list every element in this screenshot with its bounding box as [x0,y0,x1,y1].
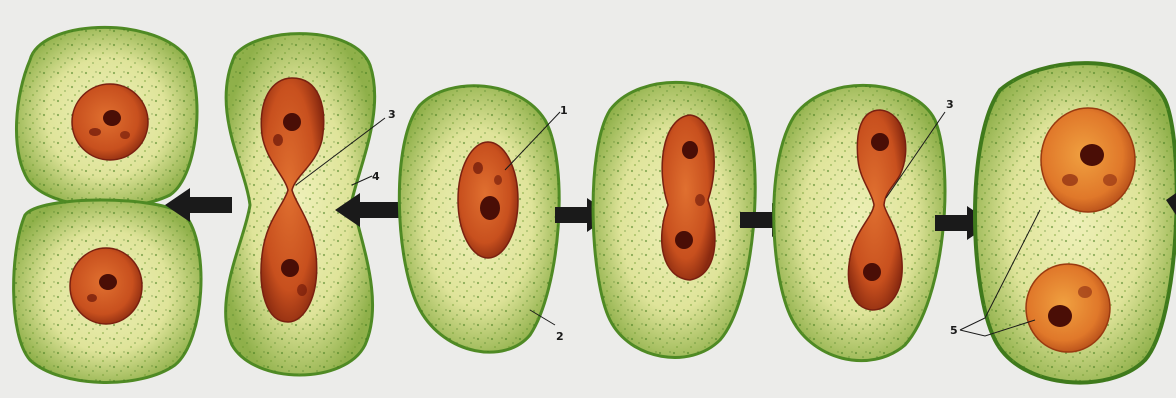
elongating-cell [593,82,755,357]
label-nucleus-1: 1 [560,104,568,117]
binucleate-cell [975,63,1176,382]
label-cytoplasm-2: 2 [556,330,564,343]
label-constriction-3a: 3 [388,108,396,121]
label-cell-wall-4: 4 [372,170,380,183]
label-daughter-nuclei-5: 5 [950,324,958,337]
label-constriction-3b: 3 [946,98,954,111]
elongated-nucleus [662,115,715,280]
starting-cell [399,86,559,352]
pinching-cell [774,85,945,360]
daughter-cell-bottom [14,200,201,382]
daughter-cell-top [16,27,197,207]
